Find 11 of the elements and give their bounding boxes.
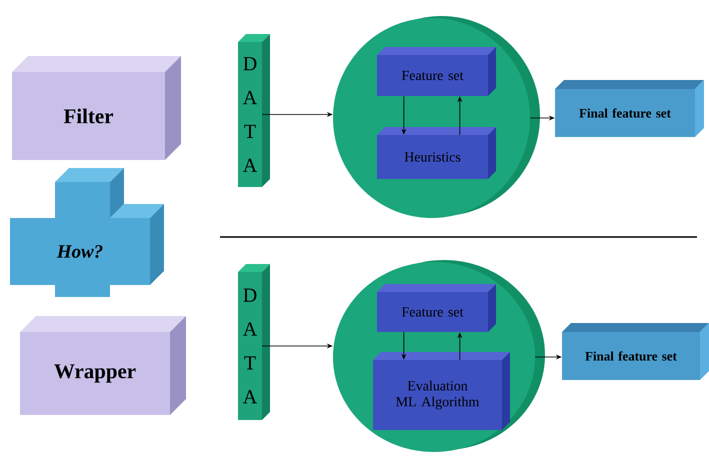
plus-sign-block: How? xyxy=(10,168,164,297)
data-column: D A T A xyxy=(238,34,270,187)
block: Filter xyxy=(12,56,181,160)
output-box: Final feature set xyxy=(555,80,704,137)
output-box: Final feature set xyxy=(562,323,709,380)
process-box: Evaluation ML Algorithm xyxy=(373,352,510,430)
process-box: Feature set xyxy=(377,47,496,96)
block: Wrapper xyxy=(20,316,186,415)
data-column: D A T A xyxy=(238,264,270,420)
process-box: Heuristics xyxy=(377,127,496,179)
process-box: Feature set xyxy=(377,284,496,332)
